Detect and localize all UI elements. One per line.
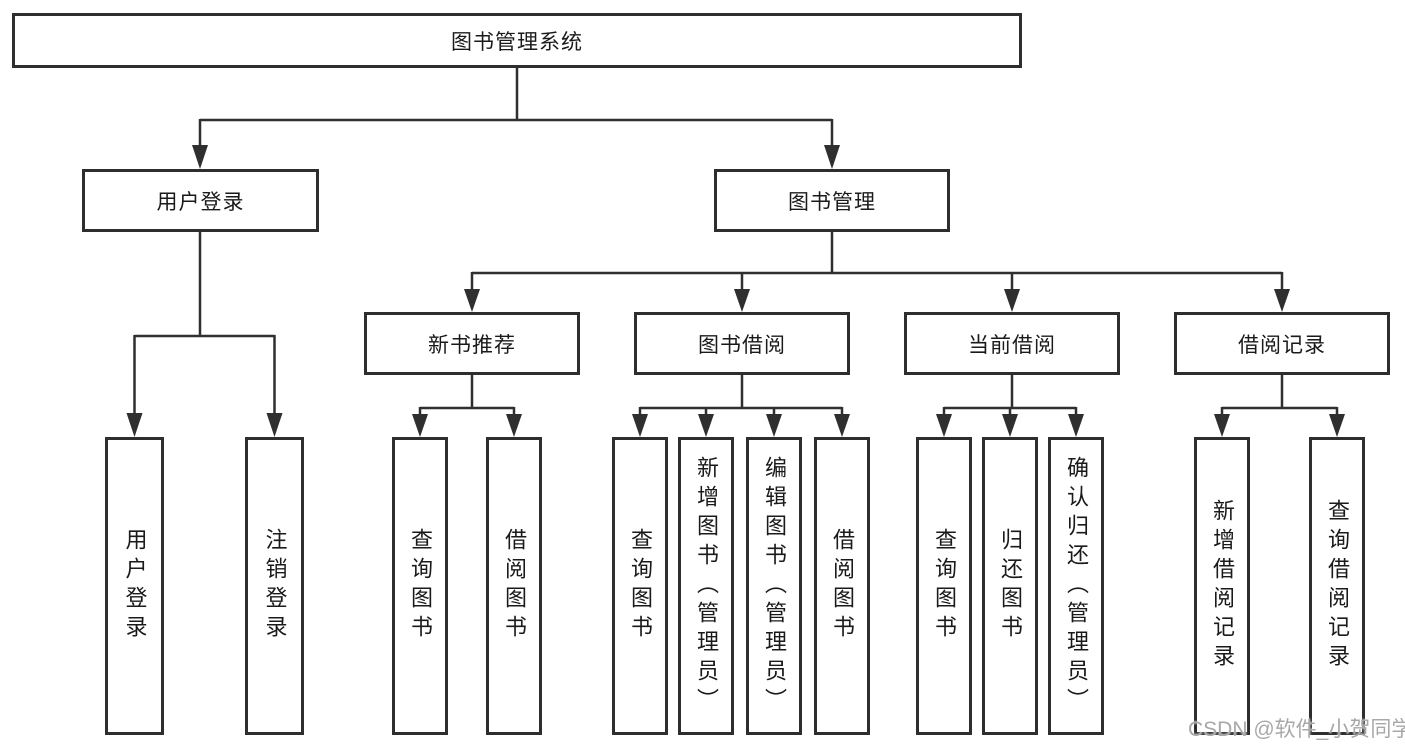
leaf-query-books-1: 查询图书 <box>392 437 448 735</box>
leaf-add-books-admin-label: 新增图书（管理员） <box>694 455 719 717</box>
leaf-query-borrow-record: 查询借阅记录 <box>1309 437 1365 735</box>
leaf-query-books-3-label: 查询图书 <box>932 528 957 644</box>
node-borrowing-records: 借阅记录 <box>1174 312 1390 375</box>
leaf-query-books-1-label: 查询图书 <box>408 528 433 644</box>
node-root: 图书管理系统 <box>12 13 1022 68</box>
node-current-borrowing-label: 当前借阅 <box>968 333 1056 357</box>
node-borrowing-records-label: 借阅记录 <box>1238 333 1326 357</box>
node-book-borrowing: 图书借阅 <box>634 312 850 375</box>
node-current-borrowing: 当前借阅 <box>904 312 1120 375</box>
leaf-borrow-books-2: 借阅图书 <box>814 437 870 735</box>
arrowheads <box>126 145 1345 437</box>
leaf-add-borrow-record: 新增借阅记录 <box>1194 437 1250 735</box>
leaf-return-books-label: 归还图书 <box>998 528 1023 644</box>
leaf-borrow-books-1-label: 借阅图书 <box>502 528 527 644</box>
csdn-watermark: CSDN @软件_小贺同学 <box>1188 718 1405 741</box>
leaf-logout: 注销登录 <box>245 437 304 735</box>
node-new-book-recommend-label: 新书推荐 <box>428 333 516 357</box>
node-book-management: 图书管理 <box>714 169 950 232</box>
leaf-edit-books-admin-label: 编辑图书（管理员） <box>762 455 787 717</box>
node-new-book-recommend: 新书推荐 <box>364 312 580 375</box>
leaf-edit-books-admin: 编辑图书（管理员） <box>746 437 802 735</box>
leaf-borrow-books-2-label: 借阅图书 <box>830 528 855 644</box>
leaf-add-borrow-record-label: 新增借阅记录 <box>1210 499 1235 673</box>
node-book-borrowing-label: 图书借阅 <box>698 333 786 357</box>
leaf-user-login: 用户登录 <box>105 437 164 735</box>
leaf-query-books-2-label: 查询图书 <box>628 528 653 644</box>
leaf-add-books-admin: 新增图书（管理员） <box>678 437 734 735</box>
leaf-confirm-return-admin: 确认归还（管理员） <box>1048 437 1104 735</box>
leaf-user-login-label: 用户登录 <box>122 528 148 644</box>
leaf-borrow-books-1: 借阅图书 <box>486 437 542 735</box>
node-user-login: 用户登录 <box>82 169 319 232</box>
node-user-login-label: 用户登录 <box>156 190 245 214</box>
leaf-query-books-3: 查询图书 <box>916 437 972 735</box>
leaf-logout-label: 注销登录 <box>262 528 288 644</box>
leaf-return-books: 归还图书 <box>982 437 1038 735</box>
node-root-label: 图书管理系统 <box>451 30 583 54</box>
leaf-query-books-2: 查询图书 <box>612 437 668 735</box>
node-book-management-label: 图书管理 <box>788 190 876 214</box>
connector-shafts <box>133 68 1339 415</box>
leaf-query-borrow-record-label: 查询借阅记录 <box>1325 499 1350 673</box>
leaf-confirm-return-admin-label: 确认归还（管理员） <box>1064 455 1089 717</box>
